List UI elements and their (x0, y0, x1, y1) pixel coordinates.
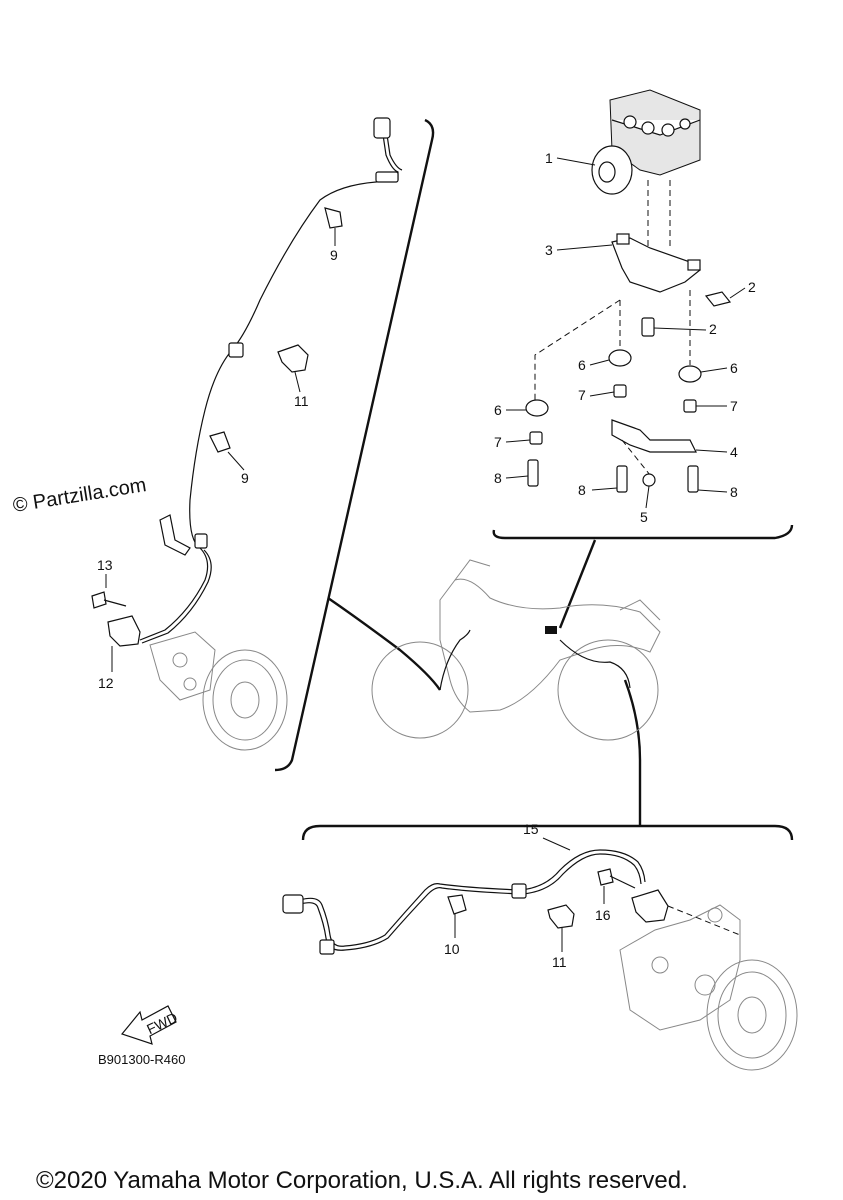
callout-11: 11 (552, 954, 567, 970)
nut-5 (642, 473, 656, 487)
wire-grommet (194, 533, 208, 549)
fwd-arrow: FWD (120, 1005, 180, 1045)
damper-6 (525, 399, 549, 417)
front-wheel-sensor-lead (91, 117, 403, 751)
bolt-13 (91, 591, 107, 609)
rear-wheel (557, 639, 659, 741)
callout-9: 9 (241, 470, 249, 486)
abs-bracket (611, 237, 701, 293)
callout-10: 10 (444, 941, 460, 957)
front-wheel-sensor (107, 615, 141, 647)
wire-holder-11 (277, 344, 309, 373)
callout-7: 7 (494, 434, 502, 450)
front-harness-trace (439, 629, 471, 691)
callout-3: 3 (545, 242, 553, 258)
rear-harness-trace (559, 639, 631, 689)
bolt-8 (527, 459, 539, 487)
rear-wheel-sensor (631, 889, 669, 923)
abs-leaders (505, 157, 746, 509)
rear-leader-line (623, 679, 642, 826)
front-brake-disc (202, 649, 288, 751)
bolt-2-vertical (641, 317, 655, 337)
callout-15: 15 (523, 821, 539, 837)
panel-borders (274, 118, 794, 841)
damper-6 (678, 365, 702, 383)
callout-labels: 1 2 2 3 4 5 6 6 6 7 7 7 8 8 8 9 9 10 11 … (97, 150, 756, 970)
callout-16: 16 (595, 907, 611, 923)
sensor-bracket (159, 514, 191, 556)
abs-panel-border (492, 524, 794, 540)
front-wheel (371, 641, 469, 739)
wire-grommet (228, 342, 244, 358)
wire-holder-11 (547, 904, 575, 929)
rear-leaders (454, 837, 605, 952)
callout-1: 1 (545, 150, 553, 166)
front-sensor-connector (373, 117, 391, 139)
wire-clamp-9-lower (209, 431, 231, 453)
abs-unit-assembly (525, 89, 732, 493)
wire-clamp-10 (447, 894, 467, 915)
damper-6 (608, 349, 632, 367)
wire-clamp-9 (324, 207, 343, 229)
callout-7: 7 (578, 387, 586, 403)
front-panel-border (274, 118, 435, 772)
bolt-16 (597, 868, 614, 886)
abs-lower-bracket (611, 419, 697, 453)
rear-panel-border (301, 824, 794, 841)
callout-6: 6 (578, 357, 586, 373)
handlebar (454, 559, 491, 581)
callout-8: 8 (494, 470, 502, 486)
abs-leader-line (558, 539, 597, 629)
motorcycle-body (439, 578, 661, 713)
bolt-8 (687, 465, 699, 493)
front-sensor-wire-lower (139, 547, 209, 641)
callout-13: 13 (97, 557, 113, 573)
rear-sensor-wire (299, 849, 646, 947)
copyright-notice: ©2020 Yamaha Motor Corporation, U.S.A. A… (36, 1167, 688, 1194)
callout-6: 6 (494, 402, 502, 418)
callout-5: 5 (640, 509, 648, 525)
front-sensor-wire (189, 127, 399, 549)
callout-12: 12 (98, 675, 114, 691)
rear-brake-disc (706, 959, 798, 1071)
wire-grommet (375, 171, 399, 183)
rear-sensor-connector (282, 894, 304, 914)
rear-wheel-sensor-lead (282, 849, 798, 1071)
callout-8: 8 (578, 482, 586, 498)
rear-caliper-ghost (619, 904, 741, 1031)
front-leader-line (327, 597, 441, 691)
collar-7 (613, 384, 627, 398)
bolt-2 (704, 291, 732, 307)
callout-9: 9 (330, 247, 338, 263)
motorcycle-silhouette (371, 559, 661, 741)
callout-2: 2 (709, 321, 717, 337)
callout-7: 7 (730, 398, 738, 414)
bolt-8 (616, 465, 628, 493)
front-leaders (105, 228, 336, 672)
callout-4: 4 (730, 444, 738, 460)
watermark: © Partzilla.com (11, 474, 148, 517)
callout-11: 11 (294, 393, 309, 409)
tail (619, 599, 661, 621)
callout-8: 8 (730, 484, 738, 500)
diagram-code: B901300-R460 (98, 1052, 185, 1067)
collar-7 (683, 399, 697, 413)
abs-unit-marker (545, 626, 557, 634)
callout-2: 2 (748, 279, 756, 295)
front-caliper-ghost (149, 631, 216, 701)
wire-grommet (511, 883, 527, 899)
collar-7 (529, 431, 543, 445)
callout-6: 6 (730, 360, 738, 376)
fwd-label: FWD (144, 1009, 180, 1037)
